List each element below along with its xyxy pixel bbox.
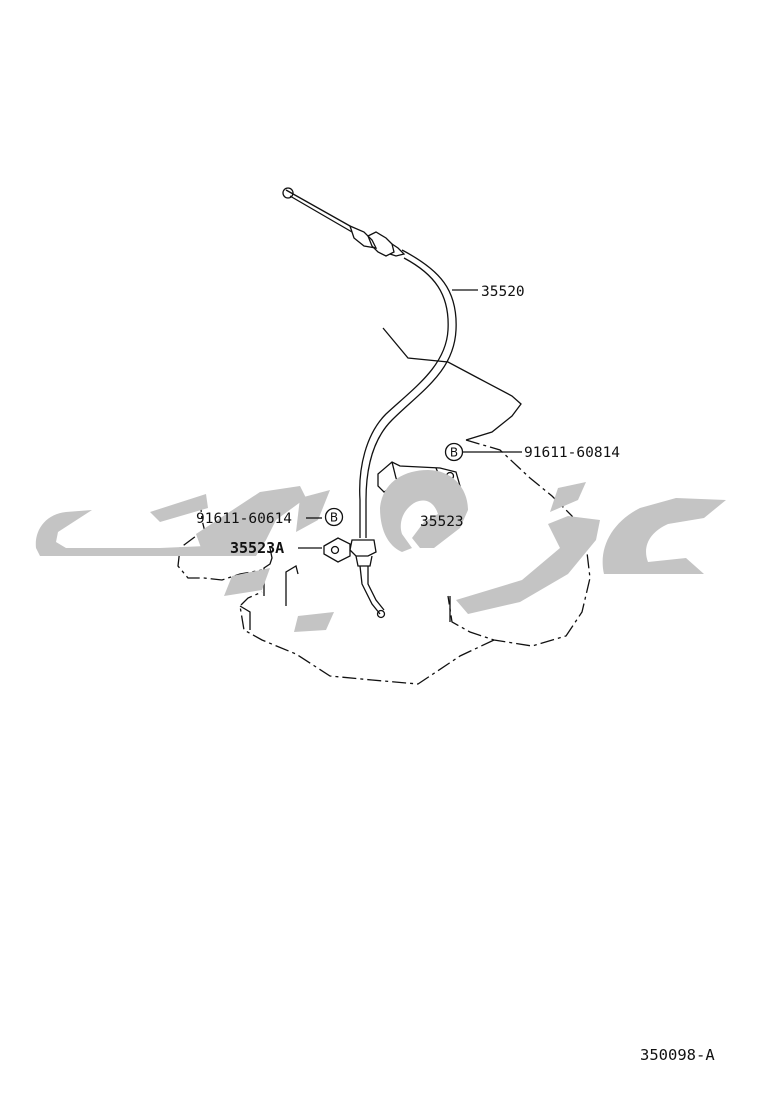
marker-b-left-text: B — [330, 511, 338, 525]
diagram-reference-code: 350098-A — [640, 1046, 715, 1064]
part-label-bracket: 35523 — [420, 514, 464, 530]
marker-b-right-text: B — [450, 446, 458, 460]
callout-marker-b-right: B — [444, 442, 464, 462]
callout-marker-b-left: B — [324, 507, 344, 527]
part-label-clamp: 35523A — [230, 539, 284, 557]
shift-cable — [282, 187, 457, 619]
part-label-cable: 35520 — [481, 284, 525, 300]
part-label-bolt-right: 91611-60814 — [524, 445, 620, 461]
part-label-bolt-left: 91611-60614 — [196, 511, 292, 527]
watermark-logo — [35, 470, 726, 632]
cable-clamp — [323, 537, 351, 563]
leader-lines — [298, 289, 522, 549]
